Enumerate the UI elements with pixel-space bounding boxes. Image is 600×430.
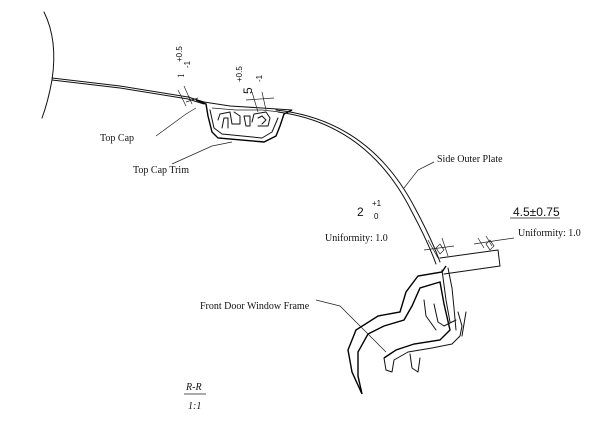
label-side-outer-plate: Side Outer Plate [437,154,503,165]
glass-strip [439,249,501,275]
label-front-door-window-frame: Front Door Window Frame [200,301,310,312]
leader-lines [155,107,435,353]
dim-frame-flush: 4.5±0.75 Uniformity: 1.0 [473,205,581,251]
outer-plate-gap-tol-lower: 0 [374,212,379,221]
roof-panel [51,77,205,105]
trim-gap-tol-lower: -1 [255,74,264,82]
frame-flush-uniformity: Uniformity: 1.0 [518,228,581,239]
label-top-cap-trim: Top Cap Trim [133,165,189,176]
top-cap-gap-value: 1 [176,74,186,79]
label-top-cap: Top Cap [100,133,134,144]
section-scale: 1:1 [188,401,201,412]
body-arc-outline [41,11,55,119]
section-name: R-R [185,382,202,393]
trim-gap-value: 5 [241,87,255,94]
top-cap-profile [195,99,293,143]
outer-plate-gap-uniformity: Uniformity: 1.0 [325,233,388,244]
dim-top-cap-gap: +0.5 -1 1 [175,46,199,107]
side-outer-plate-curve [275,109,441,265]
outer-plate-gap-value: 2 [357,205,364,219]
dim-outer-plate-gap: 2 +1 0 Uniformity: 1.0 [325,199,455,259]
trim-gap-tol-upper: +0.5 [235,66,244,82]
top-cap-trim-profile [211,107,281,129]
section-marker: R-R 1:1 [184,382,206,412]
dim-trim-gap: +0.5 -1 5 [235,66,275,113]
outer-plate-gap-tol-upper: +1 [372,199,382,208]
frame-flush-value: 4.5±0.75 [513,205,560,219]
top-cap-gap-tol-lower: -1 [183,60,192,68]
top-cap-gap-tol-upper: +0.5 [175,46,184,62]
front-door-window-frame-profile [347,265,467,395]
